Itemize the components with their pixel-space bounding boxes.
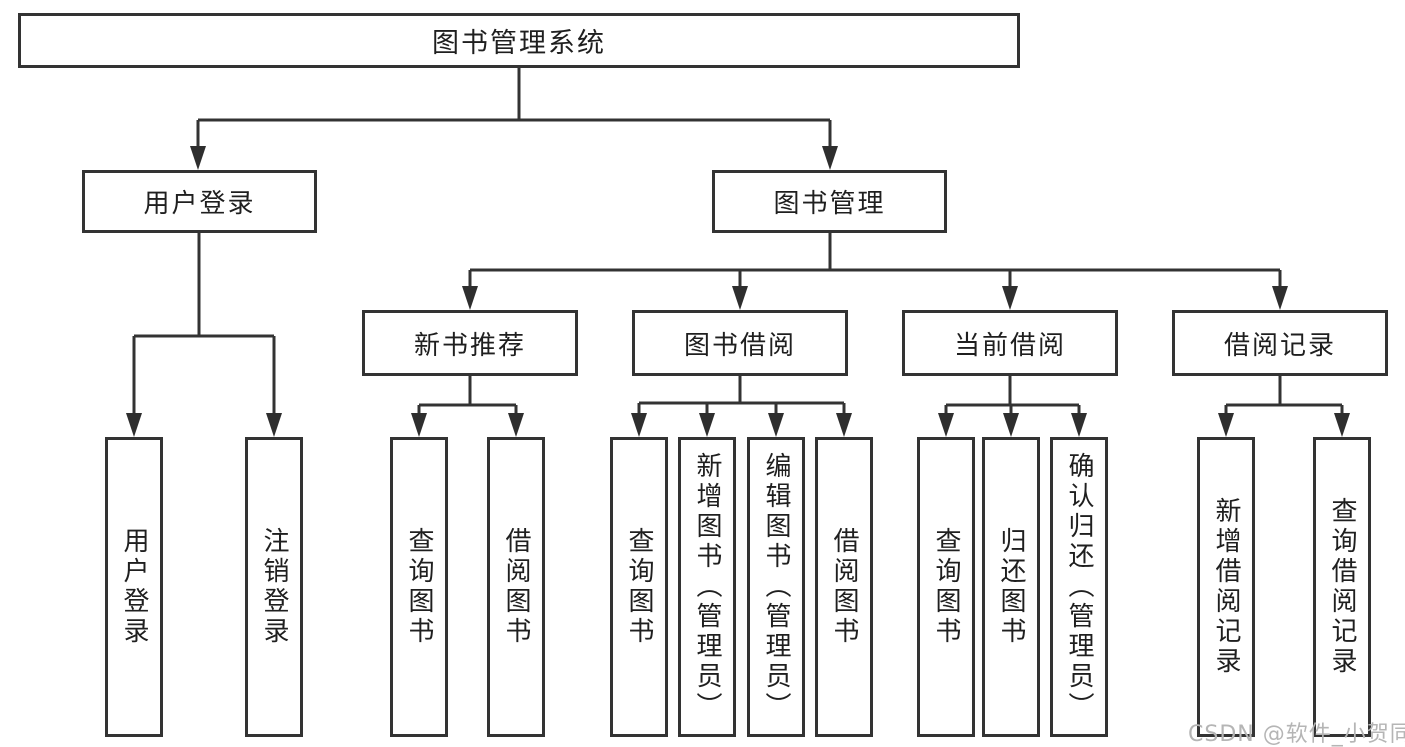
node-current-borrow: 当前借阅 bbox=[902, 310, 1118, 376]
leaf-borrow-books: 借阅图书 bbox=[815, 437, 873, 737]
leaf-add-books-admin: 新增图书（管理员） bbox=[678, 437, 736, 737]
leaf-query-books-current: 查询图书 bbox=[917, 437, 975, 737]
node-book-management: 图书管理 bbox=[712, 170, 947, 233]
leaf-query-books-newbooks: 查询图书 bbox=[390, 437, 448, 737]
csdn-watermark: CSDN @软件_小贺同学 bbox=[1188, 722, 1405, 747]
node-user-login: 用户登录 bbox=[82, 170, 317, 233]
node-book-borrow: 图书借阅 bbox=[632, 310, 848, 376]
leaf-edit-books-admin: 编辑图书（管理员） bbox=[747, 437, 805, 737]
node-new-book-recommend: 新书推荐 bbox=[362, 310, 578, 376]
leaf-confirm-return-admin: 确认归还（管理员） bbox=[1050, 437, 1108, 737]
leaf-borrow-books-newbooks: 借阅图书 bbox=[487, 437, 545, 737]
arrowheads bbox=[126, 146, 1350, 437]
leaf-add-borrow-record: 新增借阅记录 bbox=[1197, 437, 1255, 737]
leaf-logout: 注销登录 bbox=[245, 437, 303, 737]
leaf-query-books-borrow: 查询图书 bbox=[610, 437, 668, 737]
leaf-query-borrow-record: 查询借阅记录 bbox=[1313, 437, 1371, 737]
node-root: 图书管理系统 bbox=[18, 13, 1020, 68]
leaf-user-login: 用户登录 bbox=[105, 437, 163, 737]
node-borrow-records: 借阅记录 bbox=[1172, 310, 1388, 376]
leaf-return-books: 归还图书 bbox=[982, 437, 1040, 737]
